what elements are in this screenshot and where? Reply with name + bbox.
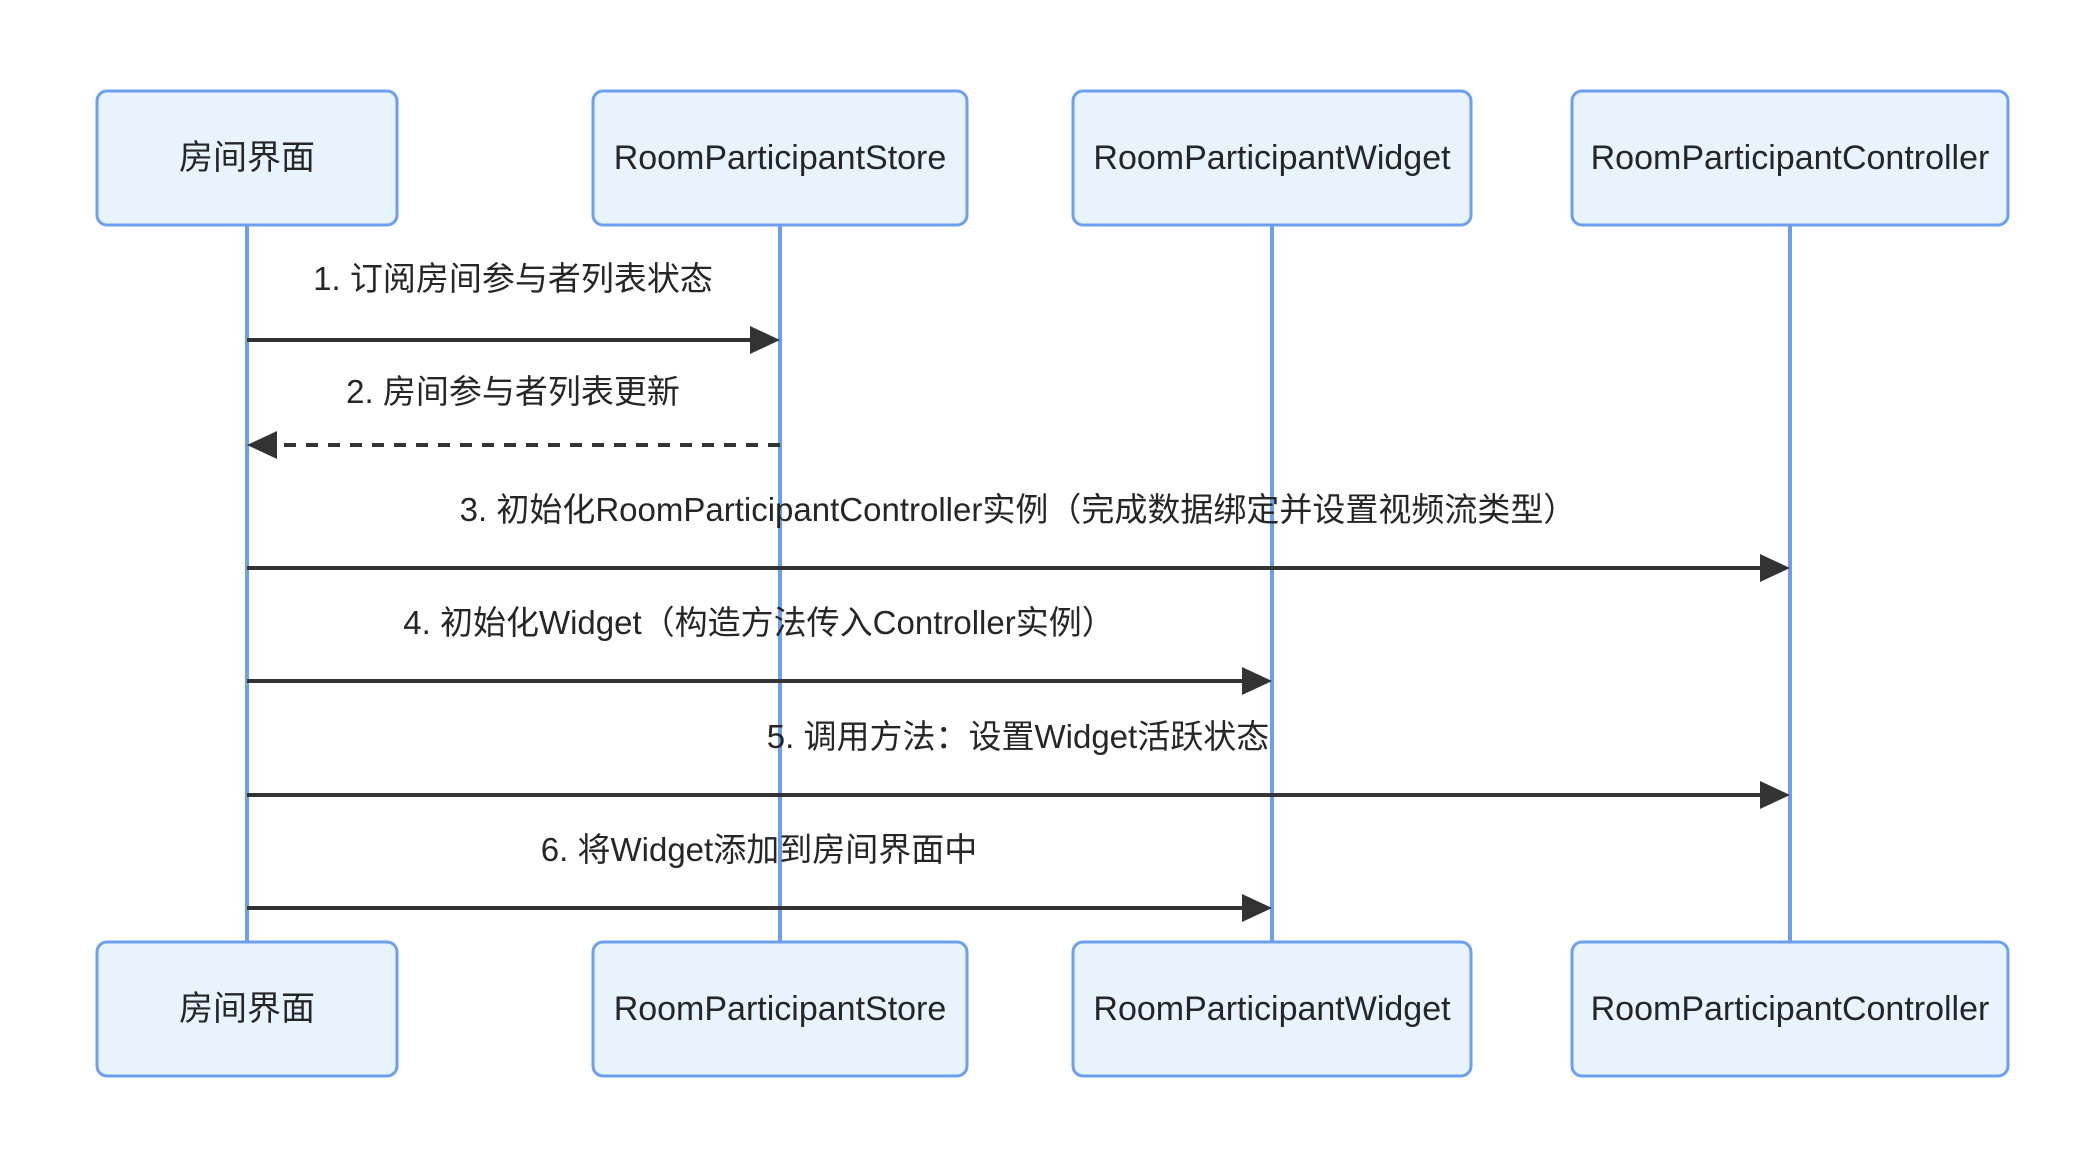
- message-1-label: 1. 订阅房间参与者列表状态: [313, 260, 713, 297]
- actor-bottom-room-ui[interactable]: 房间界面: [95, 940, 399, 1078]
- actor-bottom-widget-label: RoomParticipantWidget: [1093, 990, 1451, 1028]
- message-3-label: 3. 初始化RoomParticipantController实例（完成数据绑定…: [460, 491, 1577, 528]
- actor-top-room-ui[interactable]: 房间界面: [95, 89, 399, 227]
- actor-top-room-ui-label: 房间界面: [179, 139, 315, 177]
- message-2[interactable]: 2. 房间参与者列表更新: [247, 373, 780, 459]
- message-3[interactable]: 3. 初始化RoomParticipantController实例（完成数据绑定…: [247, 491, 1790, 582]
- actor-bottom-store-box[interactable]: [591, 940, 969, 1078]
- actor-top-store-box[interactable]: [591, 89, 969, 227]
- top-actors-group: 房间界面 RoomParticipantStore RoomParticipan…: [95, 89, 2010, 227]
- actor-bottom-store-label: RoomParticipantStore: [614, 990, 947, 1028]
- actor-top-widget[interactable]: RoomParticipantWidget: [1071, 89, 1473, 227]
- actor-top-store[interactable]: RoomParticipantStore: [591, 89, 969, 227]
- actor-bottom-controller[interactable]: RoomParticipantController: [1570, 940, 2010, 1078]
- actor-top-controller[interactable]: RoomParticipantController: [1570, 89, 2010, 227]
- message-5-label: 5. 调用方法：设置Widget活跃状态: [767, 718, 1269, 755]
- message-4-arrowhead-icon: [1242, 667, 1272, 695]
- message-5-arrowhead-icon: [1760, 781, 1790, 809]
- lifelines-group: [245, 225, 1792, 942]
- actor-bottom-controller-label: RoomParticipantController: [1591, 990, 1990, 1028]
- actor-top-controller-label: RoomParticipantController: [1591, 139, 1990, 177]
- message-6-label: 6. 将Widget添加到房间界面中: [541, 831, 977, 868]
- actor-bottom-room-ui-box[interactable]: [95, 940, 399, 1078]
- actor-top-widget-box[interactable]: [1071, 89, 1473, 227]
- actor-bottom-widget-box[interactable]: [1071, 940, 1473, 1078]
- actor-bottom-controller-box[interactable]: [1570, 940, 2010, 1078]
- message-3-arrowhead-icon: [1760, 554, 1790, 582]
- message-4-label: 4. 初始化Widget（构造方法传入Controller实例）: [403, 604, 1114, 641]
- message-1-arrowhead-icon: [750, 326, 780, 354]
- actor-top-room-ui-box[interactable]: [95, 89, 399, 227]
- actor-bottom-widget[interactable]: RoomParticipantWidget: [1071, 940, 1473, 1078]
- actor-bottom-store[interactable]: RoomParticipantStore: [591, 940, 969, 1078]
- bottom-actors-group: 房间界面 RoomParticipantStore RoomParticipan…: [95, 940, 2010, 1078]
- message-2-label: 2. 房间参与者列表更新: [346, 373, 680, 410]
- message-1[interactable]: 1. 订阅房间参与者列表状态: [247, 260, 780, 354]
- message-4[interactable]: 4. 初始化Widget（构造方法传入Controller实例）: [247, 604, 1272, 695]
- message-5[interactable]: 5. 调用方法：设置Widget活跃状态: [247, 718, 1790, 809]
- actor-top-widget-label: RoomParticipantWidget: [1093, 139, 1451, 177]
- actor-bottom-room-ui-label: 房间界面: [179, 990, 315, 1028]
- message-6-arrowhead-icon: [1242, 894, 1272, 922]
- actor-top-controller-box[interactable]: [1570, 89, 2010, 227]
- message-6[interactable]: 6. 将Widget添加到房间界面中: [247, 831, 1272, 922]
- actor-top-store-label: RoomParticipantStore: [614, 139, 947, 177]
- message-2-arrowhead-icon: [247, 431, 277, 459]
